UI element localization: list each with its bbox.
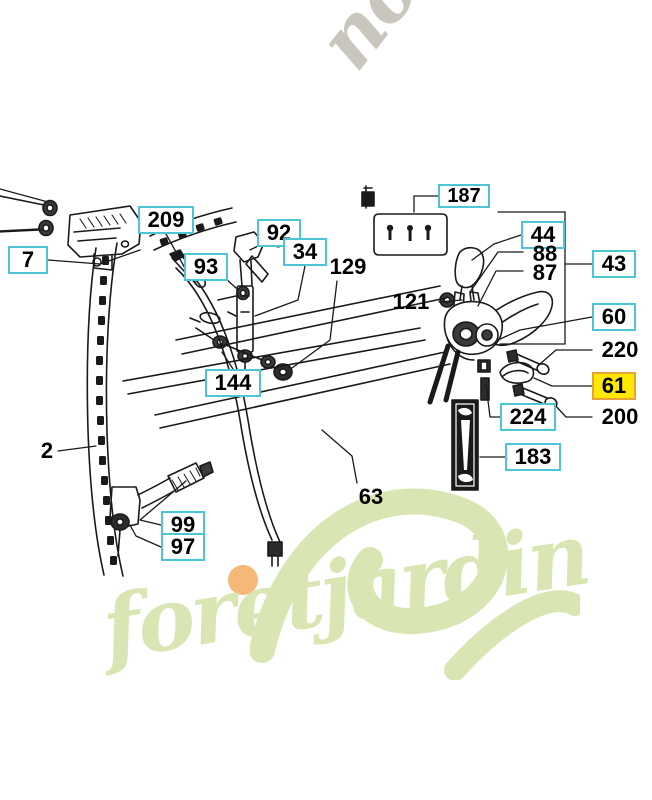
frame-rail-63: [175, 285, 447, 355]
callout-part-200[interactable]: 200: [601, 404, 639, 429]
leader-lines: [0, 188, 593, 548]
callout-part-93[interactable]: 93: [184, 253, 228, 281]
callout-part-97[interactable]: 97: [161, 533, 205, 561]
callout-part-121[interactable]: 121: [392, 289, 430, 314]
callout-part-43[interactable]: 43: [592, 250, 636, 278]
callout-part-144[interactable]: 144: [205, 369, 261, 397]
callout-part-61[interactable]: 61: [592, 372, 636, 400]
callout-part-183[interactable]: 183: [505, 443, 561, 471]
callout-part-209[interactable]: 209: [138, 206, 194, 234]
callout-part-63[interactable]: 63: [358, 484, 384, 509]
throttle-cable: [175, 265, 283, 567]
bushing-pair: [38, 199, 58, 237]
nut-93: [236, 285, 250, 301]
control-lever-assembly: [233, 231, 269, 373]
grip-183: [451, 399, 479, 491]
callout-part-60[interactable]: 60: [592, 303, 636, 331]
linkage-hardware: [189, 295, 293, 381]
callout-part-129[interactable]: 129: [329, 254, 367, 279]
throttle-handle-assembly: [427, 246, 558, 409]
callout-part-34[interactable]: 34: [283, 238, 327, 266]
callout-part-2[interactable]: 2: [40, 438, 54, 463]
switch-symbols: [386, 224, 432, 241]
callout-part-220[interactable]: 220: [601, 337, 639, 362]
mounting-bracket-plate: [67, 205, 142, 271]
callout-part-87[interactable]: 87: [532, 260, 558, 285]
callout-part-44[interactable]: 44: [521, 221, 565, 249]
switch-panel-187: [361, 185, 448, 256]
bolt-220: [506, 349, 550, 375]
lower-frame-rails: [122, 327, 451, 429]
handlebar-tube-left: [86, 242, 124, 577]
callout-part-7[interactable]: 7: [8, 246, 48, 274]
callout-part-187[interactable]: 187: [438, 184, 490, 208]
callout-part-224[interactable]: 224: [500, 403, 556, 431]
callout-part-88[interactable]: 88: [532, 241, 558, 266]
